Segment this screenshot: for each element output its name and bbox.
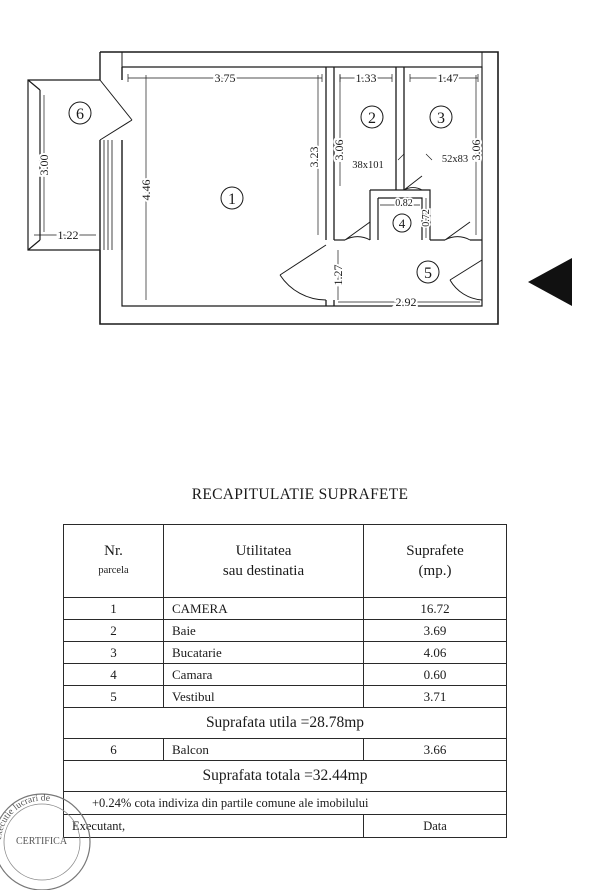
dim-446: 4.46 [139, 180, 153, 201]
outer-wall [99, 51, 499, 325]
wall-2-3 [395, 67, 405, 190]
date-label: Data [363, 814, 507, 838]
dim-133: 1.33 [356, 71, 377, 85]
table-row: 3 Bucatarie 4.06 [63, 641, 507, 664]
table-row: 1 CAMERA 16.72 [63, 597, 507, 620]
summary-title: RECAPITULATIE SUPRAFETE [191, 486, 409, 503]
outer-wall-inner [121, 66, 483, 307]
balcony-row: 6 Balcon 3.66 [63, 738, 507, 761]
room-marker-6 [68, 101, 92, 125]
room-label-5: 5 [424, 265, 432, 282]
executant-label: Executant, [63, 814, 364, 838]
window-52x83: 52x83 [442, 154, 468, 165]
dim-072: 0.72 [421, 209, 432, 227]
wall-1-5 [325, 300, 335, 306]
table-row: 2 Baie 3.69 [63, 619, 507, 642]
left-wall [99, 52, 123, 250]
dim-292: 2.92 [396, 295, 417, 309]
total-area-row: Suprafata totala =32.44mp [63, 760, 507, 792]
door-room1 [279, 244, 327, 301]
door-kitchen [444, 221, 471, 241]
header-area: Suprafete(mp.) [363, 524, 507, 598]
door-pantry [403, 175, 423, 191]
door-balcony [99, 79, 133, 141]
table-row: 5 Vestibul 3.71 [63, 685, 507, 708]
dim-122: 1.22 [58, 228, 79, 242]
wall-fill-top [100, 51, 483, 67]
stamp-center-text: CERTIFICA [16, 836, 68, 847]
dim-147: 1.47 [438, 71, 459, 85]
certification-stamp: executie lucrari de CERTIFICA [0, 793, 91, 890]
balcony-outline [27, 79, 100, 251]
wall-1-2 [325, 67, 335, 240]
total-area: Suprafata totala =32.44mp [63, 760, 507, 792]
room-label-1: 1 [228, 191, 236, 208]
door-entrance [449, 259, 483, 301]
door-bath [344, 221, 371, 241]
executant-row: Executant, Data [63, 814, 507, 838]
entrance-arrow-icon [528, 258, 572, 306]
stamp-arc-text: executie lucrari de [0, 794, 51, 841]
dim-375: 3.75 [215, 71, 236, 85]
dim-127: 1.27 [331, 265, 345, 286]
room-label-6: 6 [76, 106, 84, 123]
floor-plan: 1 2 3 4 5 6 3.75 1.33 1.47 4.46 3.23 3.0… [27, 51, 572, 325]
table-row: 4 Camara 0.60 [63, 663, 507, 686]
dim-082: 0.82 [395, 198, 413, 209]
room-label-3: 3 [437, 110, 445, 127]
useful-area: Suprafata utila =28.78mp [63, 707, 507, 739]
indivisible-share: +0.24% cota indiviza din partile comune … [63, 791, 507, 815]
room-label-4: 4 [399, 216, 406, 231]
room-marker-3 [429, 105, 453, 129]
share-row: +0.24% cota indiviza din partile comune … [63, 791, 507, 815]
pantry-walls [369, 189, 431, 240]
room-marker-2 [360, 105, 384, 129]
room-label-2: 2 [368, 110, 376, 127]
dim-323: 3.23 [307, 147, 321, 168]
room-marker-5 [416, 260, 440, 284]
useful-area-row: Suprafata utila =28.78mp [63, 707, 507, 739]
window-38x101: 38x101 [352, 160, 384, 171]
room-marker-4 [392, 213, 412, 233]
room-marker-1 [220, 186, 244, 210]
dim-300: 3.00 [37, 155, 51, 176]
header-nr: Nr.parcela [63, 524, 164, 598]
dim-306a: 3.06 [332, 140, 346, 161]
window-left [103, 140, 113, 250]
dim-306b: 3.06 [469, 140, 483, 161]
